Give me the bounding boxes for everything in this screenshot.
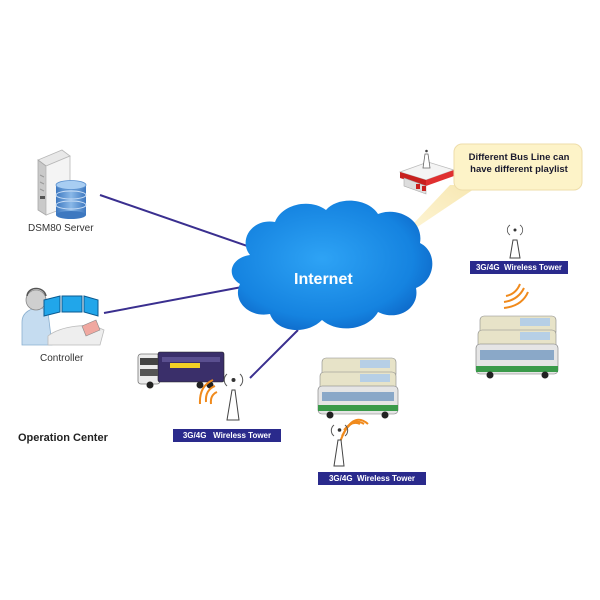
- callout-bubble: [453, 143, 583, 191]
- controller-label: Controller: [40, 353, 84, 364]
- signal-waves-top-right: [503, 283, 529, 309]
- wireless-tower-middle: [330, 424, 349, 467]
- callout-line-2: have different playlist: [470, 164, 568, 175]
- tower-label-left: 3G/4G Wireless Tower: [173, 429, 281, 442]
- signal-waves-left: [198, 379, 218, 405]
- link-controller-internet: [103, 286, 243, 314]
- controller-operator-icon: [21, 287, 105, 346]
- internet-cloud: [231, 200, 433, 331]
- server-label: DSM80 Server: [28, 223, 94, 234]
- database-icon: [55, 180, 87, 219]
- wireless-tower-top-right: [506, 224, 524, 259]
- callout-text: Different Bus Line can have different pl…: [456, 152, 582, 176]
- bus-fleet-middle: [317, 357, 399, 419]
- wireless-tower-left: [223, 373, 244, 421]
- link-server-internet: [99, 194, 257, 250]
- tower-label-right: 3G/4G Wireless Tower: [470, 261, 568, 274]
- callout-line-1: Different Bus Line can: [468, 152, 570, 163]
- signal-waves-middle: [339, 418, 369, 443]
- internet-label: Internet: [294, 271, 353, 288]
- bus-fleet-right: [475, 315, 559, 379]
- operation-center-label: Operation Center: [18, 432, 108, 444]
- link-tower-internet: [249, 329, 299, 379]
- tower-label-middle: 3G/4G Wireless Tower: [318, 472, 426, 485]
- double-decker-bus: [137, 351, 225, 389]
- media-player-box-icon: [398, 149, 456, 195]
- callout-pointer: [398, 185, 480, 240]
